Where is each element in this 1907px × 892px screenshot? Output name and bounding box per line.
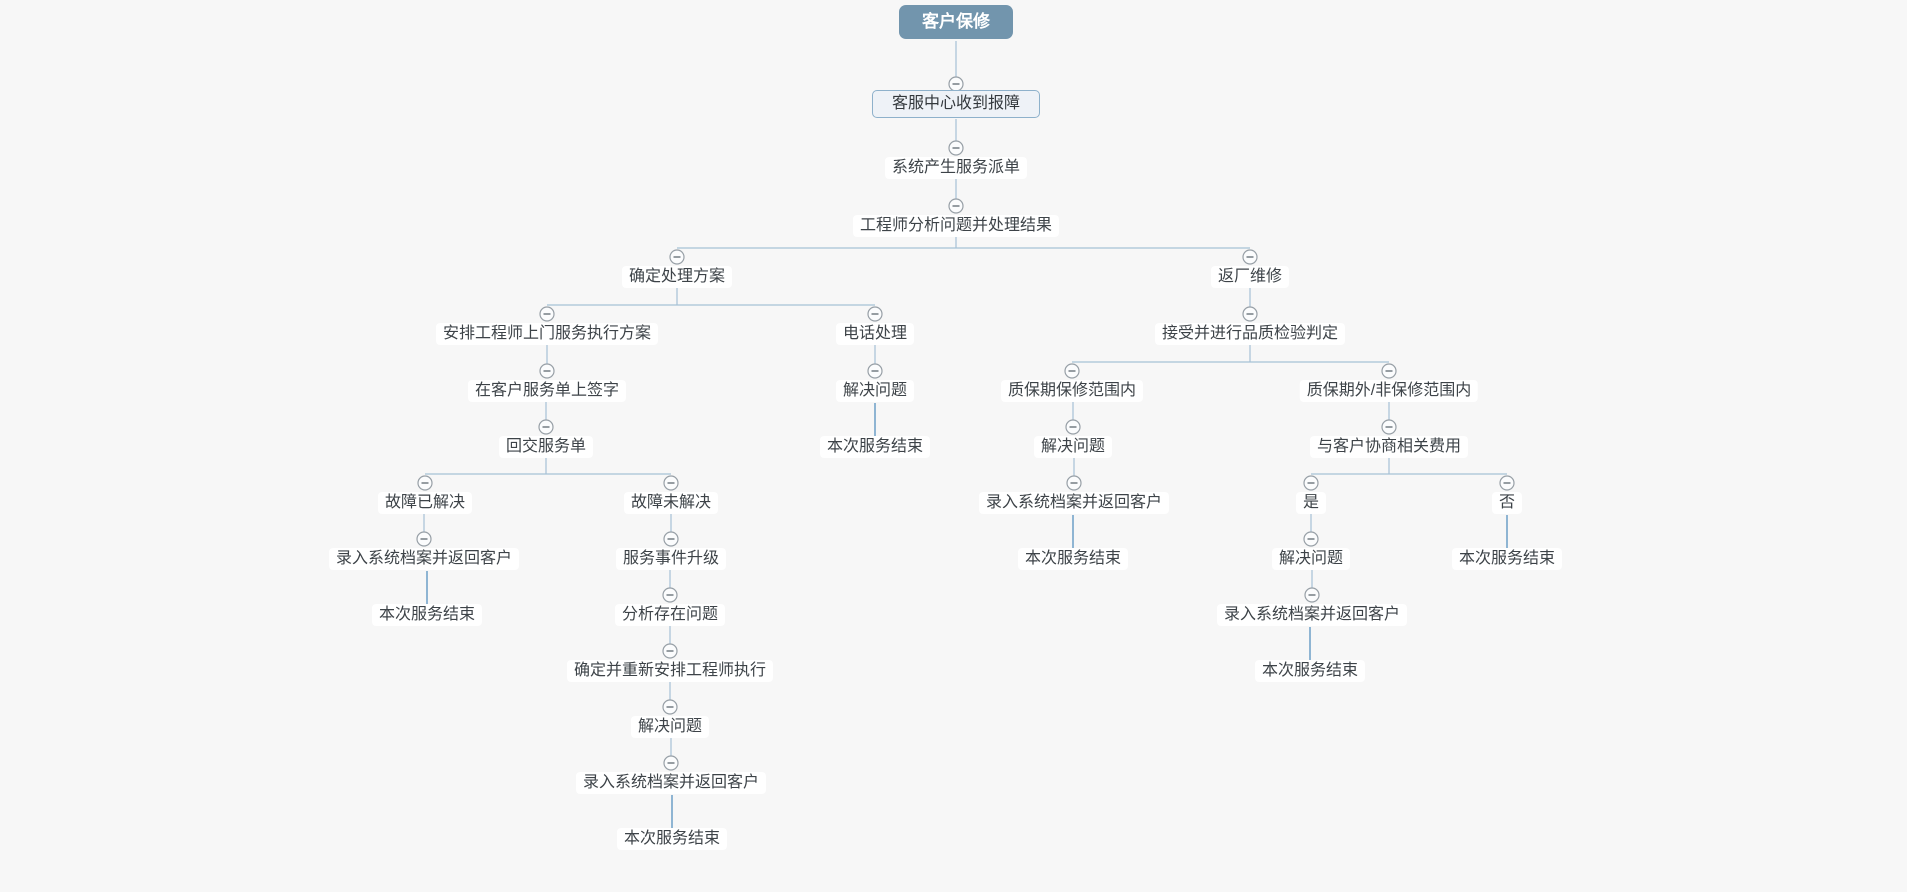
mindmap-node-within-warranty[interactable]: 质保期保修范围内 — [1000, 380, 1144, 402]
mindmap-node-archive-and-return-to-customer-2[interactable]: 录入系统档案并返回客户 — [575, 772, 767, 794]
collapse-icon[interactable] — [539, 306, 555, 322]
mindmap-node-service-ends-1[interactable]: 本次服务结束 — [371, 604, 483, 626]
collapse-icon[interactable] — [417, 475, 433, 491]
mindmap-node-arrange-onsite-engineer[interactable]: 安排工程师上门服务执行方案 — [435, 323, 659, 345]
mindmap-node-solve-problem-phone[interactable]: 解决问题 — [835, 380, 915, 402]
mindmap-node-factory-repair[interactable]: 返厂维修 — [1210, 266, 1290, 288]
mindmap-node-yes[interactable]: 是 — [1295, 492, 1327, 514]
collapse-icon[interactable] — [1303, 531, 1319, 547]
mindmap-node-solve-problem-yes[interactable]: 解决问题 — [1271, 548, 1351, 570]
mindmap-node-sign-service-form[interactable]: 在客户服务单上签字 — [467, 380, 627, 402]
mindmap-node-service-ends-2[interactable]: 本次服务结束 — [616, 828, 728, 850]
mindmap-node-customer-warranty[interactable]: 客户保修 — [899, 5, 1013, 39]
collapse-icon[interactable] — [538, 419, 554, 435]
mindmap-node-analyze-existing-problems[interactable]: 分析存在问题 — [614, 604, 726, 626]
collapse-icon[interactable] — [1242, 306, 1258, 322]
mindmap-node-service-event-escalation[interactable]: 服务事件升级 — [615, 548, 727, 570]
mindmap-node-service-ends-phone[interactable]: 本次服务结束 — [819, 436, 931, 458]
mindmap-node-archive-and-return-warranty[interactable]: 录入系统档案并返回客户 — [978, 492, 1170, 514]
mindmap-node-phone-handling[interactable]: 电话处理 — [835, 323, 915, 345]
collapse-icon[interactable] — [948, 140, 964, 156]
collapse-icon[interactable] — [662, 699, 678, 715]
collapse-icon[interactable] — [1064, 363, 1080, 379]
mindmap-node-fault-unresolved[interactable]: 故障未解决 — [623, 492, 719, 514]
collapse-icon[interactable] — [416, 531, 432, 547]
collapse-icon[interactable] — [948, 198, 964, 214]
collapse-icon[interactable] — [1242, 249, 1258, 265]
mindmap-node-archive-and-return-yes[interactable]: 录入系统档案并返回客户 — [1216, 604, 1408, 626]
mindmap-node-service-ends-warranty[interactable]: 本次服务结束 — [1017, 548, 1129, 570]
collapse-icon[interactable] — [663, 531, 679, 547]
mindmap-node-negotiate-fees[interactable]: 与客户协商相关费用 — [1309, 436, 1469, 458]
mindmap-node-solve-problem-2[interactable]: 解决问题 — [630, 716, 710, 738]
mindmap-node-service-ends-no[interactable]: 本次服务结束 — [1451, 548, 1563, 570]
collapse-icon[interactable] — [669, 249, 685, 265]
collapse-icon[interactable] — [663, 755, 679, 771]
mindmap-node-outside-warranty[interactable]: 质保期外/非保修范围内 — [1299, 380, 1479, 402]
collapse-icon[interactable] — [1065, 419, 1081, 435]
mindmap-node-fault-resolved[interactable]: 故障已解决 — [377, 492, 473, 514]
collapse-icon[interactable] — [662, 587, 678, 603]
mindmap-node-rearrange-engineer-execution[interactable]: 确定并重新安排工程师执行 — [566, 660, 774, 682]
collapse-icon[interactable] — [539, 363, 555, 379]
mindmap-node-determine-solution[interactable]: 确定处理方案 — [621, 266, 733, 288]
collapse-icon[interactable] — [1066, 475, 1082, 491]
collapse-icon[interactable] — [948, 76, 964, 92]
mindmap-node-quality-inspection[interactable]: 接受并进行品质检验判定 — [1154, 323, 1346, 345]
mindmap-node-no[interactable]: 否 — [1491, 492, 1523, 514]
collapse-icon[interactable] — [663, 475, 679, 491]
collapse-icon[interactable] — [867, 306, 883, 322]
mindmap-node-service-ends-yes[interactable]: 本次服务结束 — [1254, 660, 1366, 682]
mindmap-node-engineer-analyzes-and-processes[interactable]: 工程师分析问题并处理结果 — [852, 215, 1060, 237]
mindmap-node-solve-problem-warranty[interactable]: 解决问题 — [1033, 436, 1113, 458]
collapse-icon[interactable] — [1499, 475, 1515, 491]
collapse-icon[interactable] — [1303, 475, 1319, 491]
mindmap-node-service-center-receives-fault-report[interactable]: 客服中心收到报障 — [871, 90, 1041, 118]
collapse-icon[interactable] — [1304, 587, 1320, 603]
collapse-icon[interactable] — [1381, 363, 1397, 379]
mindmap-node-archive-and-return-to-customer-1[interactable]: 录入系统档案并返回客户 — [328, 548, 520, 570]
collapse-icon[interactable] — [662, 643, 678, 659]
mindmap-node-system-generates-service-order[interactable]: 系统产生服务派单 — [884, 157, 1028, 179]
mindmap-node-return-service-form[interactable]: 回交服务单 — [498, 436, 594, 458]
collapse-icon[interactable] — [867, 363, 883, 379]
collapse-icon[interactable] — [1381, 419, 1397, 435]
